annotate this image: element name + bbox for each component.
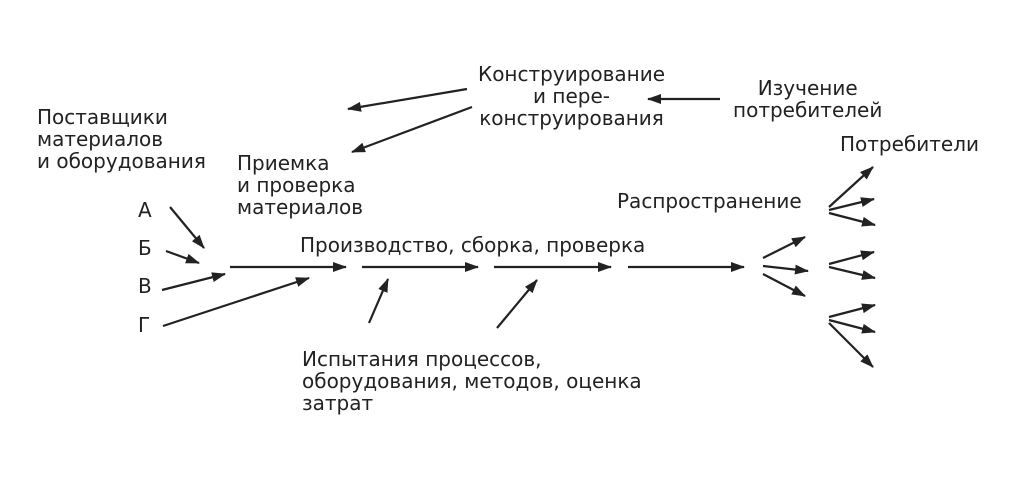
arrow-testing-1 [367,278,390,324]
arrow-consumer-6 [828,303,876,319]
arrow-fan-up [762,236,806,259]
arrow-design-to-acceptance [351,105,473,154]
consumers-label: Потребители [840,132,979,156]
arrow-consumer-8 [828,322,874,368]
arrow-fan-down [762,273,806,297]
arrow-consumer-4 [828,250,875,266]
testing-label: Испытания процессов, оборудования, метод… [302,347,642,415]
arrow-fan-mid [762,264,809,275]
arrow-consumer-1 [828,166,874,208]
supplier-letter-g: Г [138,313,151,337]
arrow-design-to-suppliers [347,87,468,112]
supplier-letter-v: В [138,274,152,298]
arrow-supplier-b [165,249,200,265]
arrow-consumer-2 [828,197,875,212]
consumer-study-label: Изучение потребителей [733,76,883,122]
suppliers-label: Поставщики материалов и оборудования [37,105,206,173]
arrow-consumer-5 [828,265,876,280]
design-label: Конструирование и пере- конструирования [478,62,666,130]
supplier-letter-b: Б [138,236,152,260]
arrow-supplier-v [161,272,226,292]
production-label: Производство, сборка, проверка [300,233,646,257]
supplier-letter-a: А [138,198,152,222]
acceptance-label: Приемка и проверка материалов [237,151,364,219]
arrow-supplier-g [162,276,310,328]
arrow-consumer-3 [828,211,876,227]
arrow-consumer-7 [828,318,876,334]
distribution-label: Распространение [617,189,802,213]
arrow-testing-2 [496,279,538,329]
arrow-supplier-a [169,206,205,249]
